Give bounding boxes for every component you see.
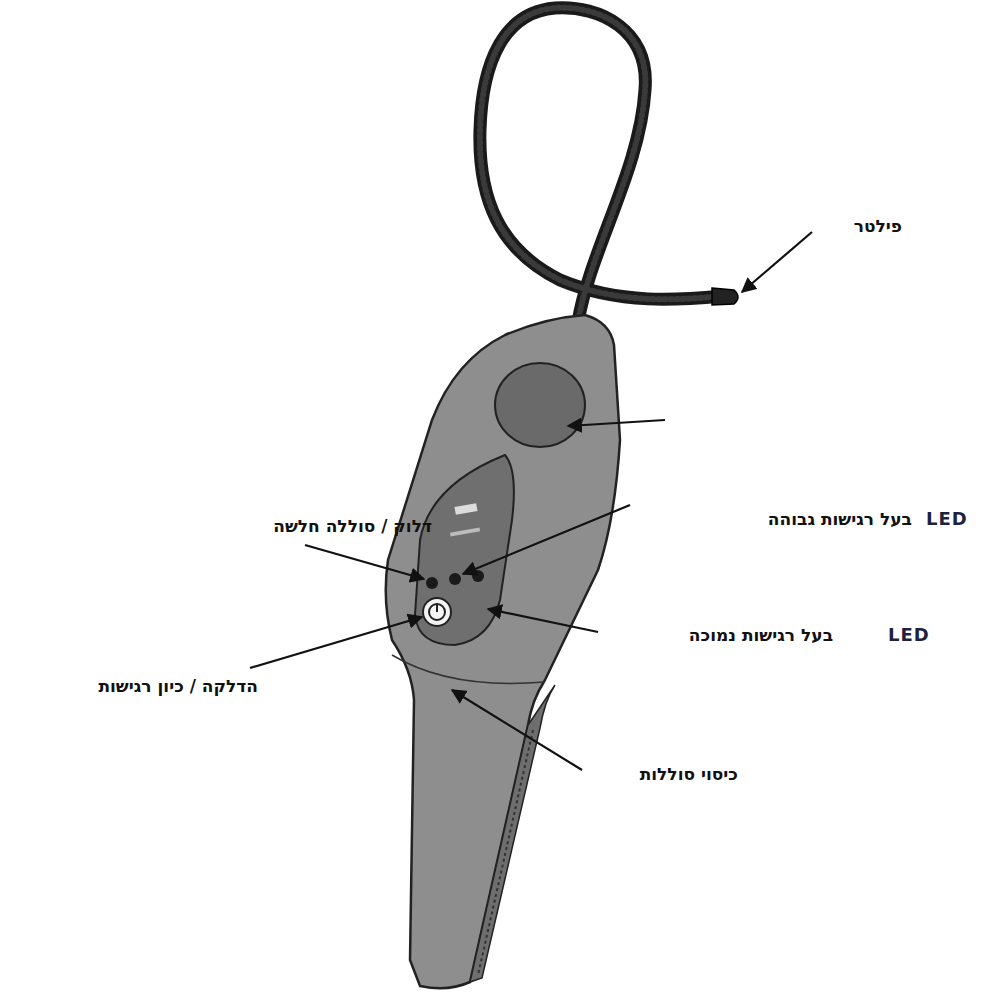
led-tag: LED — [926, 508, 968, 530]
probe-tube — [480, 8, 722, 322]
filter-tip — [712, 288, 738, 305]
power-button-ring — [429, 604, 445, 620]
model-mark — [450, 527, 480, 536]
part-label: בעל רגישות נמוכה — [689, 625, 833, 645]
part-label: בעל רגישות גבוהה — [768, 509, 912, 529]
detector-body — [386, 315, 620, 988]
part-label: כיסוי סוללות — [640, 764, 738, 784]
leader-arrows — [250, 232, 812, 770]
led-indicator — [449, 573, 461, 585]
buzzer-circle — [495, 363, 585, 447]
power-button-mark — [436, 603, 438, 612]
part-label: הדלקה / כיון רגישות — [98, 676, 258, 696]
cover-seam — [392, 655, 545, 683]
handle-edge — [470, 685, 555, 982]
led-indicator — [472, 570, 484, 582]
part-label: דלוק / סוללה חלשה — [273, 516, 432, 536]
logo-mark — [454, 503, 477, 515]
control-panel — [415, 455, 514, 645]
handle-grip — [478, 730, 533, 975]
led-indicator — [426, 577, 438, 589]
power-button — [423, 598, 451, 626]
led-tag: LED — [888, 624, 930, 646]
part-label: פילטר — [854, 216, 902, 236]
